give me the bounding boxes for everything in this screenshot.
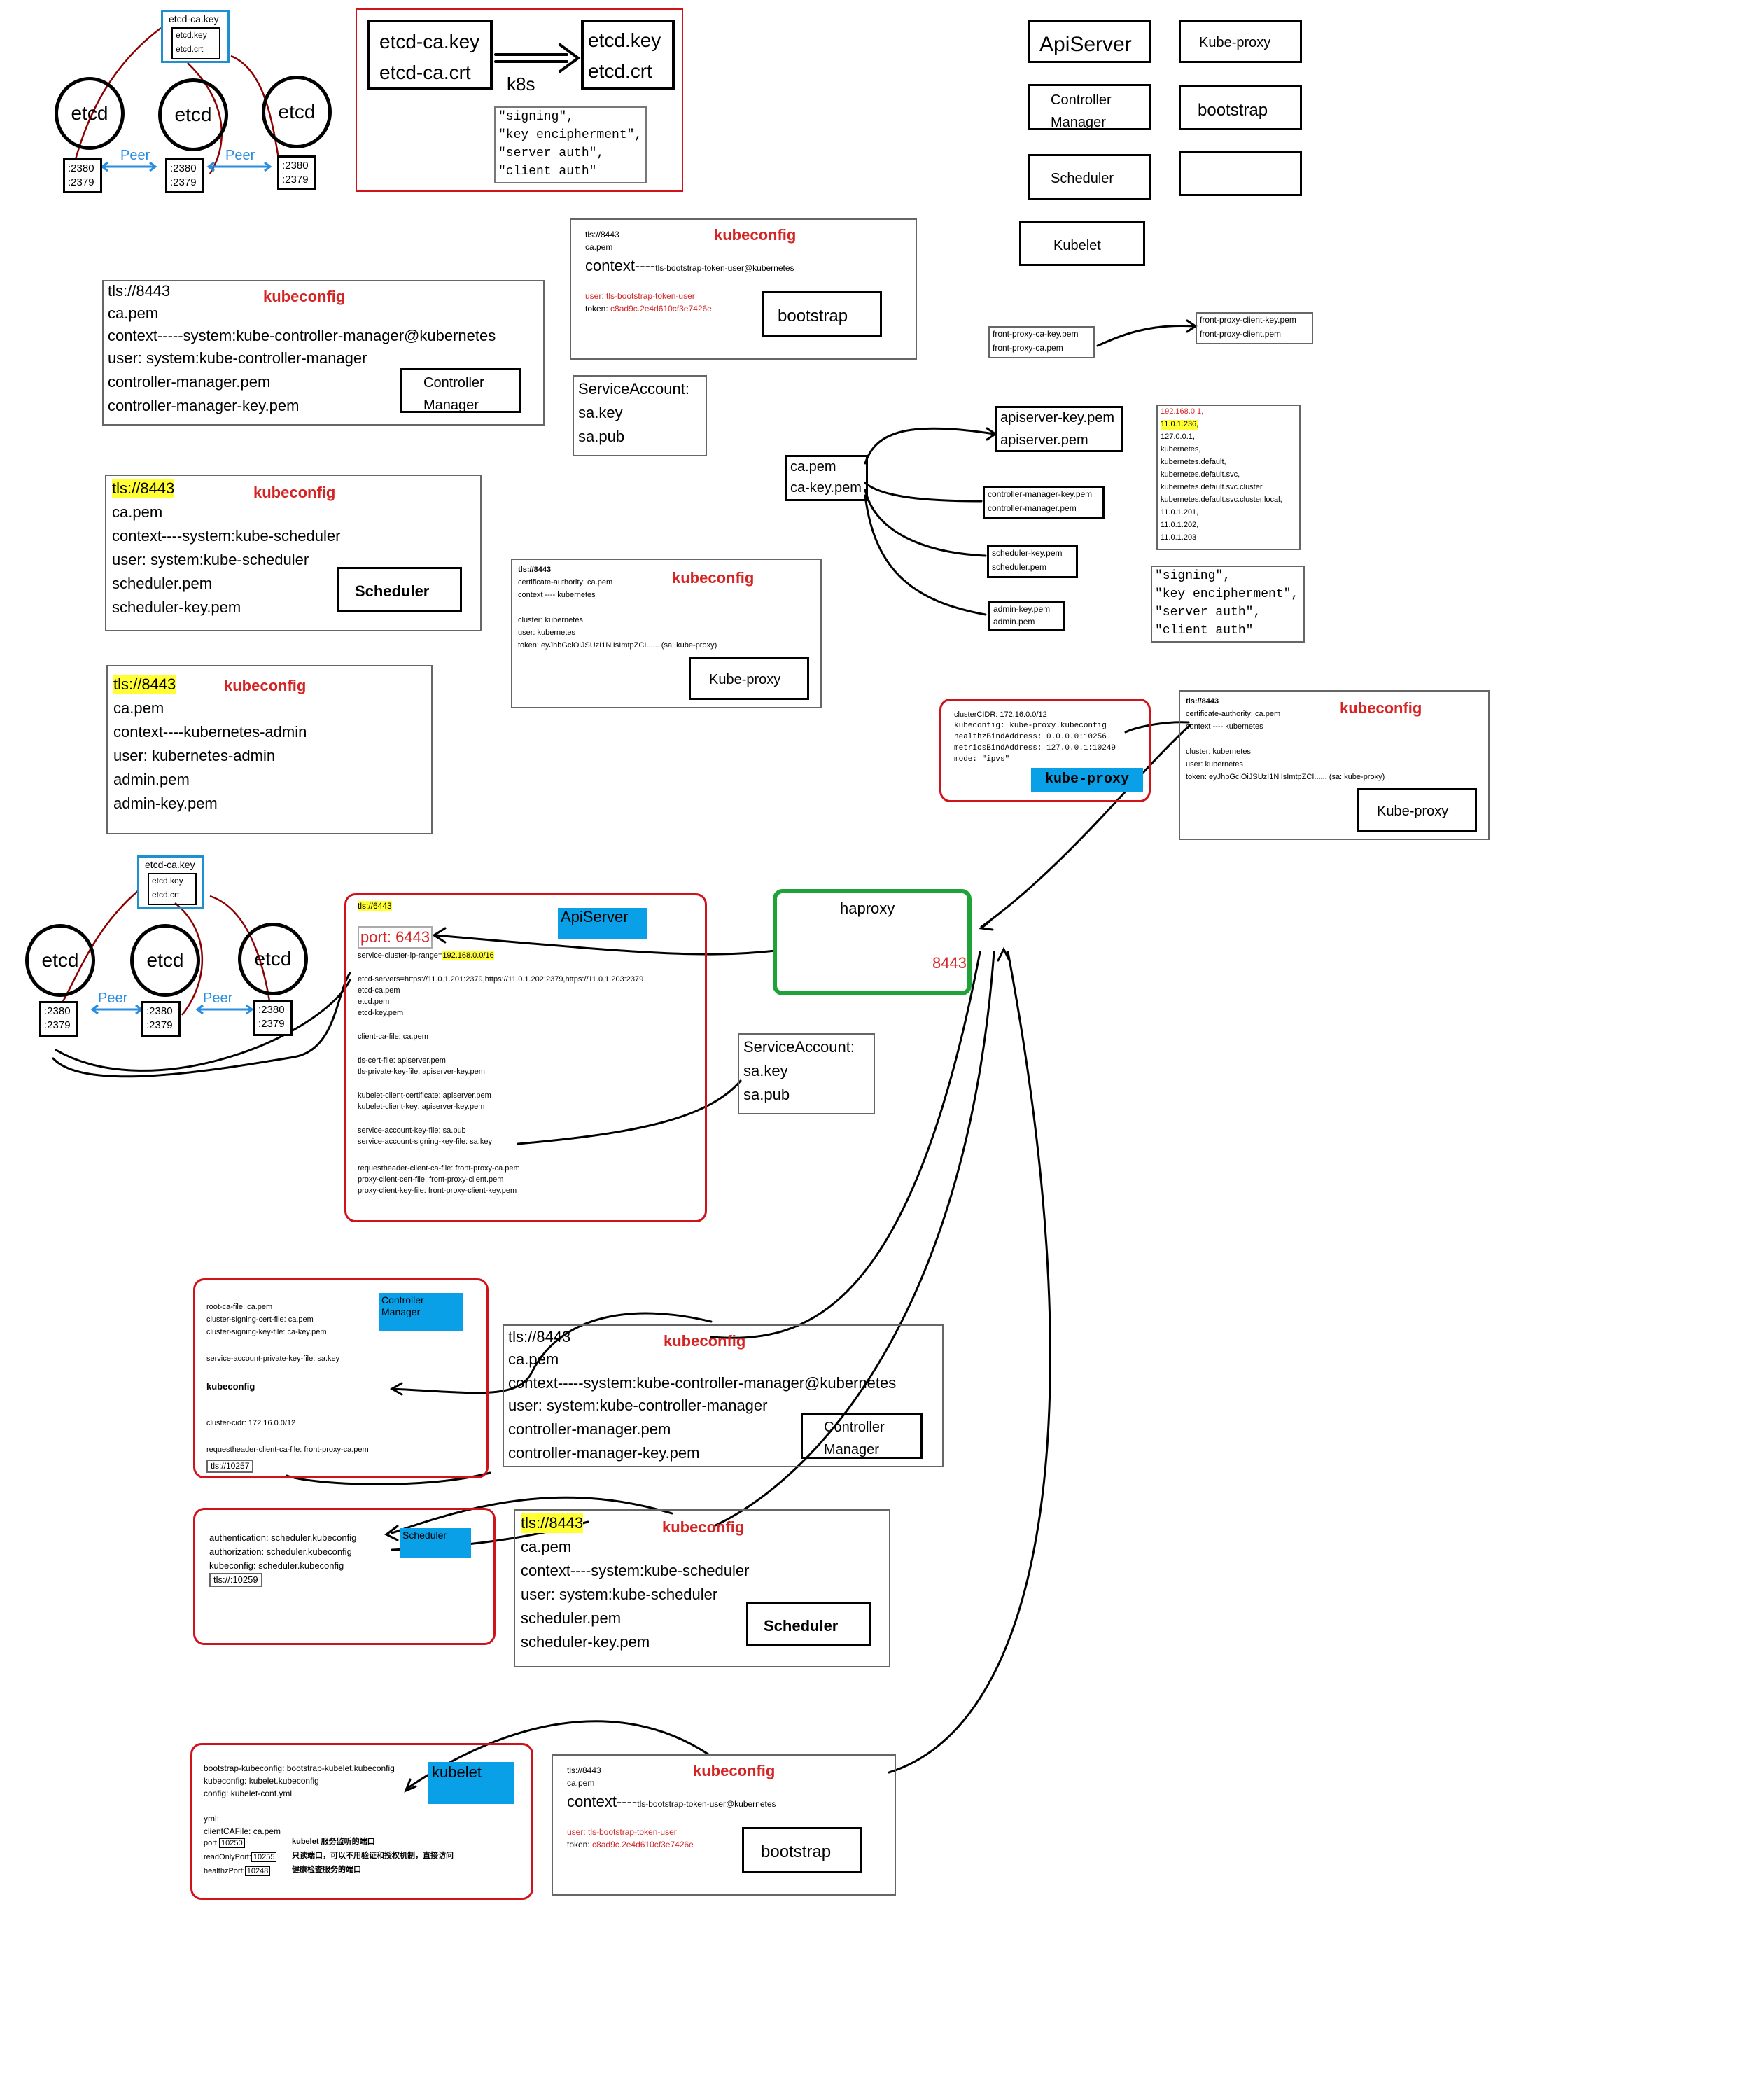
etcd-certgen-panel: etcd-ca.key etcd-ca.crt etcd.key etcd.cr… — [356, 8, 683, 192]
ca-files: ca.pem ca-key.pem — [785, 455, 868, 501]
top-peer-arrow-2 — [206, 161, 272, 172]
cm-cert-files: controller-manager-key.pem controller-ma… — [983, 486, 1105, 519]
bootstrap-kubeconfig-lower: tls://8443 ca.pem kubeconfig context----… — [552, 1754, 896, 1896]
scheduler-config-title: Scheduler — [400, 1528, 471, 1558]
kube-proxy-label-left: Kube-proxy — [689, 657, 809, 700]
scheduler-port: tls://:10259 — [209, 1573, 262, 1588]
etcd-ports-lower-3: :2380:2379 — [253, 1000, 293, 1036]
arrow-front-proxy — [1096, 324, 1196, 347]
cm-label-lower: Controller Manager — [801, 1413, 923, 1459]
etcd-key-label: etcd.key — [176, 30, 207, 40]
cm-label-top: Controller Manager — [400, 368, 521, 413]
arrow-sched-haproxy — [713, 951, 995, 1527]
arrow-cmkc-cmconf — [391, 1312, 713, 1394]
etcd-node-lower-3: etcd — [238, 923, 308, 995]
legend-kube-proxy: Kube-proxy — [1179, 20, 1302, 63]
etcd-ports-lower-1: :2380:2379 — [39, 1001, 78, 1037]
kubelet-config: kubelet bootstrap-kubeconfig: bootstrap-… — [190, 1743, 533, 1900]
scheduler-kubeconfig-lower: tls://8443 kubeconfig ca.pem context----… — [514, 1509, 890, 1667]
cm-kubeconfig-lower: tls://8443 kubeconfig ca.pem context----… — [503, 1324, 944, 1467]
etcd-node-lower-1: etcd — [25, 924, 95, 997]
etcd-ports-3: :2380:2379 — [277, 155, 316, 190]
scheduler-kubeconfig-top: tls://8443 kubeconfig ca.pem context----… — [105, 475, 482, 631]
peer-label-1: Peer — [120, 148, 150, 163]
arrow-apiserver-etcd — [52, 972, 351, 1078]
etcd-ca-files: etcd-ca.key etcd-ca.crt — [367, 20, 493, 90]
etcd-ca-cert-box: etcd-ca.key etcd.key etcd.crt — [161, 10, 230, 63]
cm-port: tls://10257 — [206, 1460, 254, 1473]
k8s-label: k8s — [507, 74, 536, 94]
apiserver-config-title: ApiServer — [558, 908, 648, 939]
etcd-ca-cert-box-lower: etcd-ca.key etcd.key etcd.crt — [137, 855, 204, 909]
admin-kubeconfig: tls://8443 kubeconfig ca.pem context----… — [106, 665, 433, 834]
kube-proxy-label-right: Kube-proxy — [1357, 788, 1477, 832]
arrow-ca-apiserver — [864, 427, 995, 465]
kubelet-config-title: kubelet — [428, 1762, 514, 1804]
arrow-haproxy-apiserver — [434, 934, 777, 955]
bootstrap-label-lower: bootstrap — [742, 1827, 862, 1873]
etcd-ports-1: :2380:2379 — [63, 158, 102, 193]
lower-peer-arrow-2 — [195, 1004, 254, 1015]
scheduler-label-top: Scheduler — [337, 567, 462, 612]
serviceaccount-top: ServiceAccount: sa.key sa.pub — [573, 375, 707, 456]
apiserver-hosts: 192.168.0.1, 11.0.1.236, 127.0.0.1, kube… — [1156, 405, 1301, 550]
etcd-node-3: etcd — [262, 76, 332, 148]
scheduler-label-lower: Scheduler — [746, 1602, 871, 1646]
etcd-node-2: etcd — [158, 78, 228, 151]
arrow-schedkc-schedconf — [391, 1496, 673, 1534]
serviceaccount-lower: ServiceAccount: sa.key sa.pub — [738, 1033, 875, 1114]
apiserver-port: port: 6443 — [358, 926, 433, 948]
legend-bootstrap: bootstrap — [1179, 85, 1302, 130]
etcd-ca-key-label: etcd-ca.key — [169, 13, 219, 24]
etcd-crt-label: etcd.crt — [176, 44, 204, 54]
certgen-arrow — [494, 53, 568, 63]
bootstrap-kubeconfig-top: tls://8443 ca.pem kubeconfig context----… — [570, 218, 917, 360]
arrow-bootstrap-haproxy — [888, 951, 1051, 1774]
arrow-cm-haproxy — [710, 951, 981, 1339]
bootstrap-label-top: bootstrap — [762, 291, 882, 337]
etcd-signed-files: etcd.key etcd.crt — [581, 20, 675, 90]
cm-config-title: Controller Manager — [379, 1293, 463, 1331]
apiserver-cert-files: apiserver-key.pem apiserver.pem — [995, 406, 1123, 452]
arrow-ca-admin — [864, 494, 987, 616]
arrow-sa-apiserver — [517, 1079, 742, 1145]
etcd-cert-box-lower: etcd.key etcd.crt — [148, 873, 197, 905]
kube-proxy-kubeconfig-right: tls://8443 certificate-authority: ca.pem… — [1179, 690, 1490, 840]
etcd-cert-box: etcd.key etcd.crt — [172, 27, 220, 59]
peer-label-lower-2: Peer — [203, 990, 233, 1006]
apiserver-config: tls://6443 ApiServer port: 6443 service-… — [344, 893, 707, 1222]
arrow-kp-haproxy — [980, 724, 1191, 928]
kube-proxy-config: clusterCIDR: 172.16.0.0/12 kubeconfig: k… — [939, 699, 1151, 802]
front-proxy-client-files: front-proxy-client-key.pem front-proxy-c… — [1196, 312, 1313, 344]
kube-proxy-kubeconfig-left: tls://8443 certificate-authority: ca.pem… — [511, 559, 822, 708]
apiserver-usages: "signing", "key encipherment", "server a… — [1151, 566, 1305, 643]
legend-controller-manager: Controller Manager — [1028, 84, 1151, 130]
top-peer-arrow-1 — [100, 161, 158, 172]
legend-apiserver: ApiServer — [1028, 20, 1151, 63]
legend-empty — [1179, 151, 1302, 196]
scheduler-cert-files: scheduler-key.pem scheduler.pem — [987, 545, 1078, 578]
arrow-ca-sched — [864, 489, 987, 557]
peer-label-2: Peer — [225, 148, 255, 163]
etcd-node-1: etcd — [55, 77, 125, 150]
legend-scheduler: Scheduler — [1028, 154, 1151, 200]
arrow-ca-cm — [864, 482, 983, 503]
admin-cert-files: admin-key.pem admin.pem — [988, 601, 1065, 631]
cm-kubeconfig-top: tls://8443 kubeconfig ca.pem context----… — [102, 280, 545, 426]
kube-proxy-config-title: kube-proxy — [1031, 768, 1143, 792]
front-proxy-ca-files: front-proxy-ca-key.pem front-proxy-ca.pe… — [988, 326, 1095, 358]
peer-label-lower-1: Peer — [98, 990, 128, 1006]
legend-kubelet: Kubelet — [1019, 221, 1145, 266]
haproxy-node: haproxy 8443 — [773, 889, 972, 995]
cm-config: Controller Manager root-ca-file: ca.pem … — [193, 1278, 489, 1478]
etcd-ports-2: :2380:2379 — [165, 158, 204, 193]
etcd-ports-lower-2: :2380:2379 — [141, 1001, 181, 1037]
etcd-usages: "signing", "key encipherment", "server a… — [494, 106, 647, 183]
etcd-node-lower-2: etcd — [130, 924, 200, 997]
scheduler-config: Scheduler authentication: scheduler.kube… — [193, 1508, 496, 1645]
